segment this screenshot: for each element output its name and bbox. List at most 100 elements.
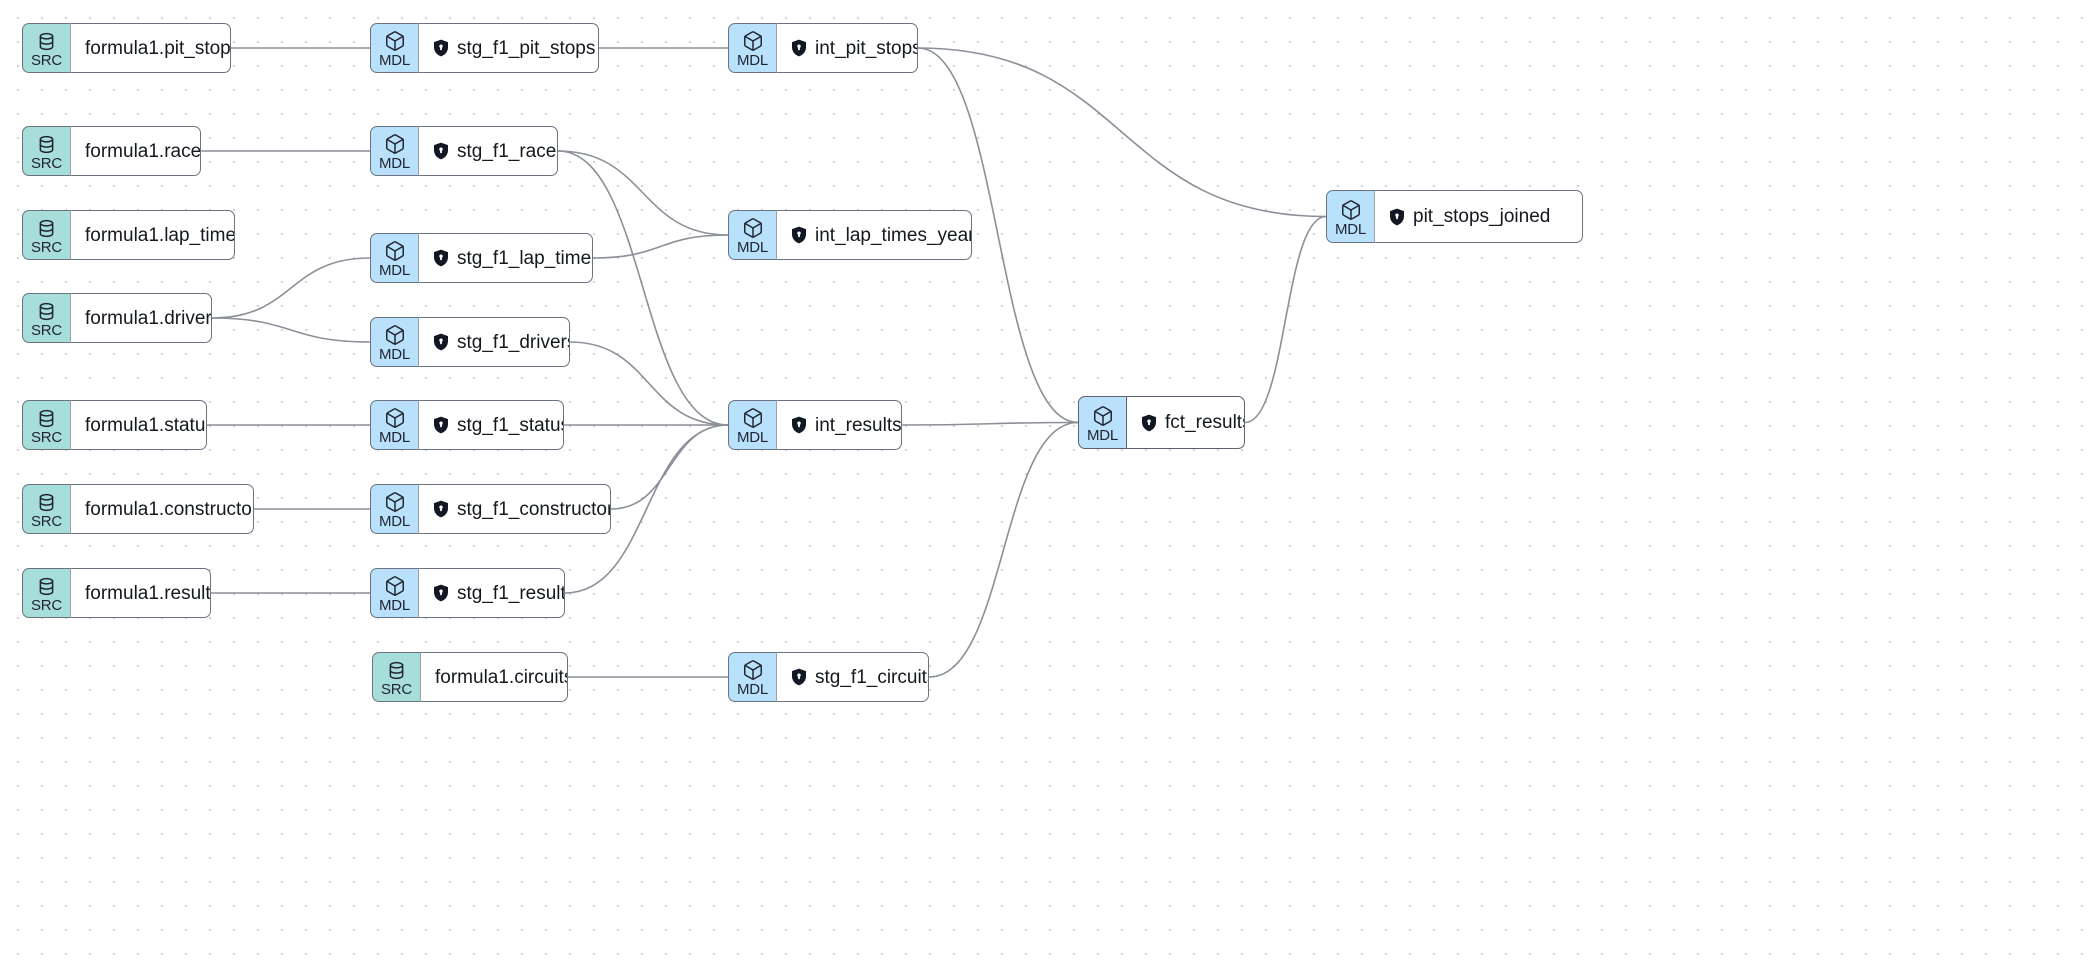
node-body[interactable]: formula1.pit_stops [70, 23, 231, 73]
cube-icon [743, 31, 762, 51]
node-body[interactable]: formula1.lap_times [70, 210, 235, 260]
node-body[interactable]: formula1.results [70, 568, 211, 618]
node-label: stg_f1_results [457, 582, 565, 604]
edge-stg_f1_races-to-int_lap_times_years [557, 150, 729, 236]
node-body[interactable]: stg_f1_pit_stops [418, 23, 599, 73]
node-label: fct_results [1165, 412, 1245, 433]
model-badge: MDL [370, 484, 418, 534]
node-pit_stops_joined[interactable]: MDL pit_stops_joined [1326, 190, 1583, 243]
node-body[interactable]: stg_f1_races [418, 126, 558, 176]
node-label: stg_f1_constructors [457, 498, 611, 520]
database-icon [36, 301, 57, 322]
shield-icon [434, 500, 448, 518]
shield-icon [434, 333, 448, 351]
node-body[interactable]: int_results [776, 400, 902, 450]
shield-icon [1390, 208, 1404, 225]
node-body[interactable]: formula1.status [70, 400, 207, 450]
node-body[interactable]: formula1.races [70, 126, 201, 176]
node-formula1_constructors[interactable]: SRC formula1.constructors [22, 484, 254, 534]
node-fct_results[interactable]: MDL fct_results [1078, 396, 1245, 449]
node-label: formula1.drivers [85, 307, 212, 329]
node-stg_f1_status[interactable]: MDL stg_f1_status [370, 400, 564, 450]
edge-stg_f1_constructors-to-int_results [610, 424, 729, 510]
node-body[interactable]: int_pit_stops [776, 23, 918, 73]
database-icon [39, 32, 54, 50]
node-body[interactable]: int_lap_times_years [776, 210, 972, 260]
node-label: stg_f1_lap_times [457, 247, 593, 269]
database-icon [36, 218, 57, 239]
cube-icon [385, 134, 404, 154]
node-stg_f1_results[interactable]: MDL stg_f1_results [370, 568, 565, 618]
database-icon [36, 408, 57, 429]
badge-label: SRC [380, 680, 413, 698]
node-body[interactable]: formula1.circuits [420, 652, 568, 702]
badge-label: SRC [30, 596, 63, 614]
node-body[interactable]: pit_stops_joined [1374, 190, 1583, 243]
node-label: formula1.lap_times [85, 224, 235, 246]
node-label: formula1.constructors [85, 498, 254, 520]
node-label: stg_f1_status [457, 414, 564, 436]
edge-stg_f1_races-to-int_results [557, 150, 729, 426]
shield-icon [792, 668, 806, 686]
node-formula1_pit_stops[interactable]: SRC formula1.pit_stops [22, 23, 231, 73]
node-body[interactable]: stg_f1_results [418, 568, 565, 618]
edge-fct_results-to-pit_stops_joined [1244, 215, 1327, 424]
node-formula1_circuits[interactable]: SRC formula1.circuits [372, 652, 568, 702]
cube-icon [1340, 199, 1362, 221]
badge-label: MDL [1086, 426, 1119, 444]
shield-icon [434, 142, 448, 160]
badge-label: MDL [378, 429, 411, 446]
cube-icon [384, 240, 406, 262]
node-formula1_status[interactable]: SRC formula1.status [22, 400, 207, 450]
model-badge: MDL [1326, 190, 1374, 243]
cube-icon [384, 324, 406, 346]
database-icon [36, 134, 57, 155]
model-badge: MDL [370, 126, 418, 176]
badge-label: MDL [378, 597, 411, 614]
model-badge: MDL [370, 317, 418, 367]
node-body[interactable]: stg_f1_status [418, 400, 564, 450]
model-badge: MDL [728, 23, 776, 73]
cube-icon [743, 660, 762, 680]
model-badge: MDL [728, 652, 776, 702]
model-badge: MDL [370, 568, 418, 618]
node-formula1_results[interactable]: SRC formula1.results [22, 568, 211, 618]
source-badge: SRC [22, 568, 70, 618]
database-icon [39, 493, 54, 511]
badge-label: SRC [30, 512, 63, 530]
node-label: int_lap_times_years [815, 224, 972, 246]
cube-icon [385, 31, 404, 51]
node-body[interactable]: stg_f1_circuits [776, 652, 929, 702]
node-body[interactable]: stg_f1_lap_times [418, 233, 593, 283]
badge-label: MDL [736, 239, 769, 256]
node-body[interactable]: stg_f1_constructors [418, 484, 611, 534]
cube-icon [384, 407, 406, 429]
badge-label: SRC [30, 51, 63, 69]
node-body[interactable]: fct_results [1126, 396, 1245, 449]
node-label: int_pit_stops [815, 37, 918, 59]
model-badge: MDL [370, 23, 418, 73]
node-int_lap_times_years[interactable]: MDL int_lap_times_years [728, 210, 972, 260]
node-body[interactable]: formula1.drivers [70, 293, 212, 343]
badge-label: SRC [30, 428, 63, 446]
model-badge: MDL [1078, 396, 1126, 449]
database-icon [36, 492, 57, 513]
node-int_pit_stops[interactable]: MDL int_pit_stops [728, 23, 918, 73]
source-badge: SRC [22, 126, 70, 176]
node-label: pit_stops_joined [1413, 206, 1551, 227]
cube-icon [384, 575, 406, 597]
node-body[interactable]: stg_f1_drivers [418, 317, 570, 367]
shield-icon [434, 39, 448, 57]
node-body[interactable]: formula1.constructors [70, 484, 254, 534]
node-stg_f1_constructors[interactable]: MDL stg_f1_constructors [370, 484, 611, 534]
